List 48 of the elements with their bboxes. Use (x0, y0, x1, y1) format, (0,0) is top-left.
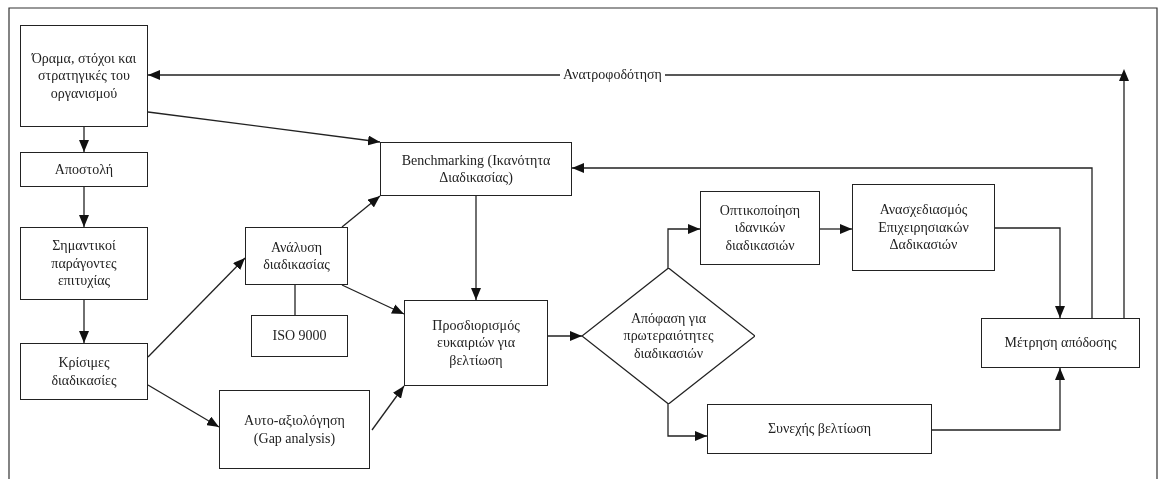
arrow (147, 257, 246, 358)
arrow (147, 69, 1129, 319)
arrow (79, 126, 89, 153)
box-label: Κρίσιμες διαδικασίες (50, 354, 118, 389)
box-label: Απόφαση για πρωτεραιότητες διαδικασιών (622, 309, 715, 363)
arrow (571, 163, 1093, 319)
box-label: Όραμα, στόχοι και στρατηγικές του οργανισμού (30, 49, 138, 103)
arrow (147, 384, 220, 428)
arrow (994, 227, 1065, 319)
process-box (20, 152, 148, 187)
edge-label: Ανατροφοδότηση (560, 67, 665, 83)
process-box (700, 191, 820, 265)
box-label: Benchmarking (Ικανότητα Διαδικασίας) (400, 151, 552, 187)
process-box (707, 404, 932, 454)
arrow (341, 195, 381, 228)
process-box (380, 142, 572, 196)
connector-line (294, 284, 296, 316)
arrow (79, 186, 89, 228)
arrow (79, 299, 89, 344)
process-box (20, 227, 148, 300)
process-box (20, 25, 148, 127)
box-label: Προσδιορισμός ευκαιριών για βελτίωση (431, 316, 521, 370)
arrow (341, 284, 405, 315)
process-box (219, 390, 370, 469)
box-label: Ανάλυση διαδικασίας (262, 238, 331, 274)
box-label: Συνεχής βελτίωση (766, 420, 873, 438)
arrow (547, 331, 583, 341)
process-box (20, 343, 148, 400)
process-box (852, 184, 995, 271)
arrow (667, 403, 708, 441)
box-label: Αποστολή (53, 160, 115, 179)
arrow (471, 195, 481, 301)
box-label: Αυτο-αξιολόγηση (Gap analysis) (243, 412, 346, 447)
arrow (931, 367, 1065, 431)
box-label: Μέτρηση απόδοσης (1003, 334, 1118, 352)
box-label: Ανασχεδιασμός Επιχειρησιακών Δαδικασιών (877, 201, 970, 254)
decision-diamond (582, 268, 755, 404)
arrow (371, 385, 405, 431)
arrow (147, 111, 381, 146)
box-label: ISO 9000 (271, 327, 328, 345)
process-box (981, 318, 1140, 368)
box-label: Οπτικοποίηση ιδανικών διαδικασιών (718, 201, 802, 255)
box-label: Σημαντικοί παράγοντες επιτυχίας (50, 237, 118, 290)
process-box (404, 300, 548, 386)
process-box (251, 315, 348, 357)
arrow (667, 224, 701, 269)
arrow (819, 224, 853, 234)
process-box (245, 227, 348, 285)
